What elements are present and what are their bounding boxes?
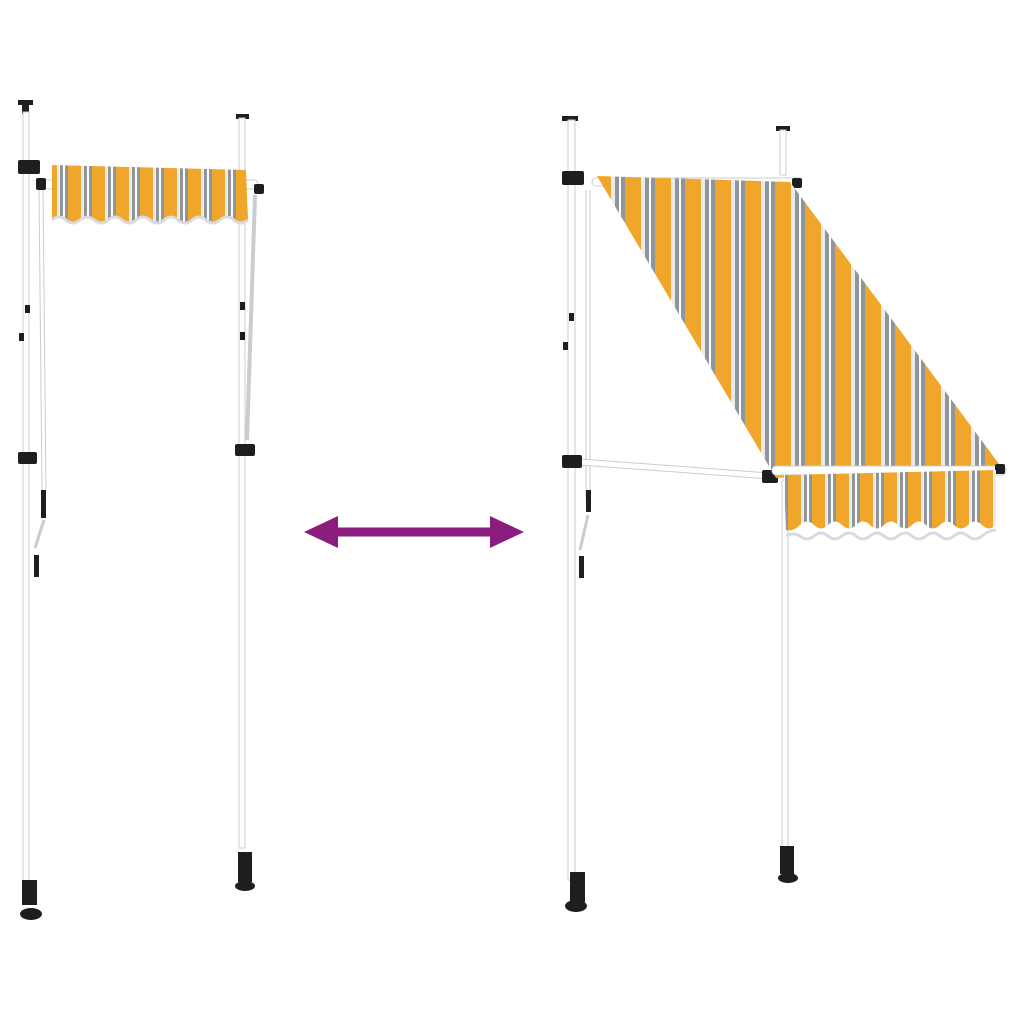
left-arm-retracted [33,189,47,577]
back-pole-extended [562,116,587,912]
retracted-awning [18,100,264,920]
extended-awning [562,116,1007,912]
valance-edge-extended [785,528,997,541]
left-pole-retracted [18,100,42,920]
fabric-valance-edge-retracted [51,215,249,225]
double-headed-arrow-icon [304,516,524,548]
valance-extended [784,470,996,531]
fabric-retracted [52,165,248,223]
front-bar-endcap [995,464,1005,474]
right-pole-retracted [235,114,255,891]
fabric-extended [597,176,1002,478]
support-arm-extended [562,455,778,483]
right-arm-retracted [245,194,257,441]
side-strut-extended [578,190,591,578]
